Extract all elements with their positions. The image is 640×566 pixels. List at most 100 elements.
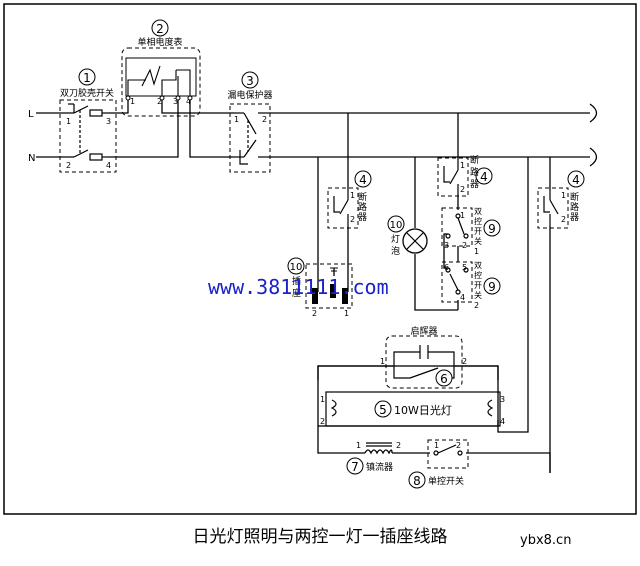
single-phase-meter: 2 单相电度表 1 2 3 4 — [121, 19, 201, 117]
component-name: 双刀胶壳开关 — [60, 87, 114, 99]
breaker-socket: 1 2 4 断 路 器 — [327, 170, 372, 229]
starter: 启辉器 1 2 6 — [380, 325, 467, 389]
component-num: 6 — [440, 372, 448, 386]
line-label-N: N — [28, 153, 35, 164]
component-name-char: 控 — [474, 216, 482, 226]
component-name-char: 断 — [470, 154, 479, 166]
pin-label: 5 — [462, 263, 467, 272]
component-num: 9 — [488, 222, 496, 236]
diagram-border — [3, 3, 637, 515]
component-num: 8 — [413, 474, 421, 488]
pin-label: 2 — [396, 441, 401, 450]
pin-label: 1 — [130, 97, 135, 106]
component-num: 3 — [246, 74, 254, 88]
component-name-char: 断 — [570, 191, 579, 203]
component-name: 10W日光灯 — [394, 403, 452, 417]
component-num-circle — [567, 170, 585, 188]
pin-label: 4 — [500, 417, 505, 426]
component-num-circle — [151, 19, 169, 37]
component-num-circle — [408, 471, 426, 489]
pin-label: 1 — [344, 309, 349, 318]
component-name-char: 控 — [474, 270, 482, 280]
pin-label: 2 — [157, 97, 162, 106]
pin-label: 2 — [262, 115, 267, 124]
component-name: 单控开关 — [428, 475, 464, 487]
pin-label: 1 — [356, 441, 361, 450]
component-num: 10 — [290, 262, 303, 273]
component-num-circle — [435, 369, 453, 387]
diagram-title: 日光灯照明与两控一灯一插座线路 — [193, 527, 448, 547]
pin-label: 3 — [173, 97, 178, 106]
component-num: 10 — [390, 220, 403, 231]
pin-label: 1 — [434, 441, 439, 450]
fluorescent-tube: 1 2 3 4 5 10W日光灯 — [320, 391, 505, 427]
component-num-circle — [475, 167, 493, 185]
single-control-switch: 1 2 8 单控开关 — [408, 439, 469, 489]
component-name-char: 关 — [474, 236, 482, 246]
component-num: 9 — [488, 280, 496, 294]
two-way-switch-2: 6 5 4 9 双 控 开 关 2 — [441, 261, 501, 310]
pin-label: 2 — [462, 357, 467, 366]
component-num-circle — [346, 457, 364, 475]
socket: 2 1 3 10 插 座 — [287, 257, 353, 318]
component-num-circle — [287, 257, 305, 275]
pin-label: 3 — [330, 289, 335, 298]
breaker-lamp: 1 2 4 断 路 器 — [437, 154, 493, 197]
component-name-char: 灯 — [391, 234, 400, 245]
light-bulb: 10 灯 泡 — [387, 215, 428, 257]
component-name-char: 断 — [358, 191, 367, 203]
pin-label: 2 — [561, 215, 566, 224]
pin-label: 2 — [462, 241, 467, 250]
component-num-circle — [483, 219, 501, 237]
component-num: 7 — [351, 460, 359, 474]
line-label-L: L — [28, 109, 34, 120]
watermark-url: www.3811111.com — [208, 275, 389, 299]
pin-label: 2 — [350, 215, 355, 224]
ballast: 1 2 7 镇流器 — [346, 441, 401, 475]
leakage-protector: 3 漏电保护器 1 2 — [227, 71, 273, 173]
component-num: 1 — [83, 71, 91, 85]
pin-label: 6 — [444, 263, 449, 272]
component-name-char: 座 — [292, 287, 301, 299]
breaker-fluorescent: 1 2 4 断 路 器 — [537, 170, 585, 229]
component-num-circle — [354, 170, 372, 188]
component-name-char: 插 — [292, 275, 301, 287]
pin-label: 2 — [320, 417, 325, 426]
site-mark: ybx8.cn — [520, 533, 571, 548]
pin-label: 3 — [500, 395, 505, 404]
component-name: 启辉器 — [410, 325, 437, 337]
pin-label: 1 — [320, 395, 325, 404]
pin-label: 1 — [66, 117, 71, 126]
component-name-char: 泡 — [391, 245, 400, 257]
component-name-char: 开 — [474, 227, 482, 236]
pin-label: 2 — [460, 185, 465, 194]
pin-label: 3 — [106, 117, 111, 126]
pin-label: 1 — [460, 161, 465, 170]
two-way-switch-1: 1 2 3 9 双 控 开 关 1 — [441, 207, 501, 256]
component-num-circle — [78, 68, 96, 86]
component-num-circle — [241, 71, 259, 89]
protector-box — [229, 103, 271, 173]
switch1-box — [59, 99, 117, 173]
pin-label: 1 — [460, 211, 465, 220]
pin-label: 2 — [66, 161, 71, 170]
component-num-circle — [387, 215, 405, 233]
pin-label: 2 — [312, 309, 317, 318]
double-pole-knife-switch: 1 双刀胶壳开关 1 3 2 4 — [59, 68, 117, 173]
component-name-char: 1 — [474, 247, 479, 256]
component-name-char: 关 — [474, 290, 482, 300]
pin-label: 4 — [186, 97, 191, 106]
component-name-char: 2 — [474, 301, 479, 310]
pin-label: 2 — [456, 441, 461, 450]
component-name-char: 器 — [470, 179, 479, 190]
pin-label: 4 — [106, 161, 111, 170]
component-name-char: 路 — [470, 166, 479, 178]
pin-label: 4 — [460, 293, 465, 302]
component-num: 2 — [156, 22, 164, 36]
component-name: 单相电度表 — [137, 36, 182, 48]
pin-label: 1 — [561, 191, 566, 200]
component-name-char: 器 — [570, 212, 579, 223]
component-num: 5 — [379, 403, 387, 417]
